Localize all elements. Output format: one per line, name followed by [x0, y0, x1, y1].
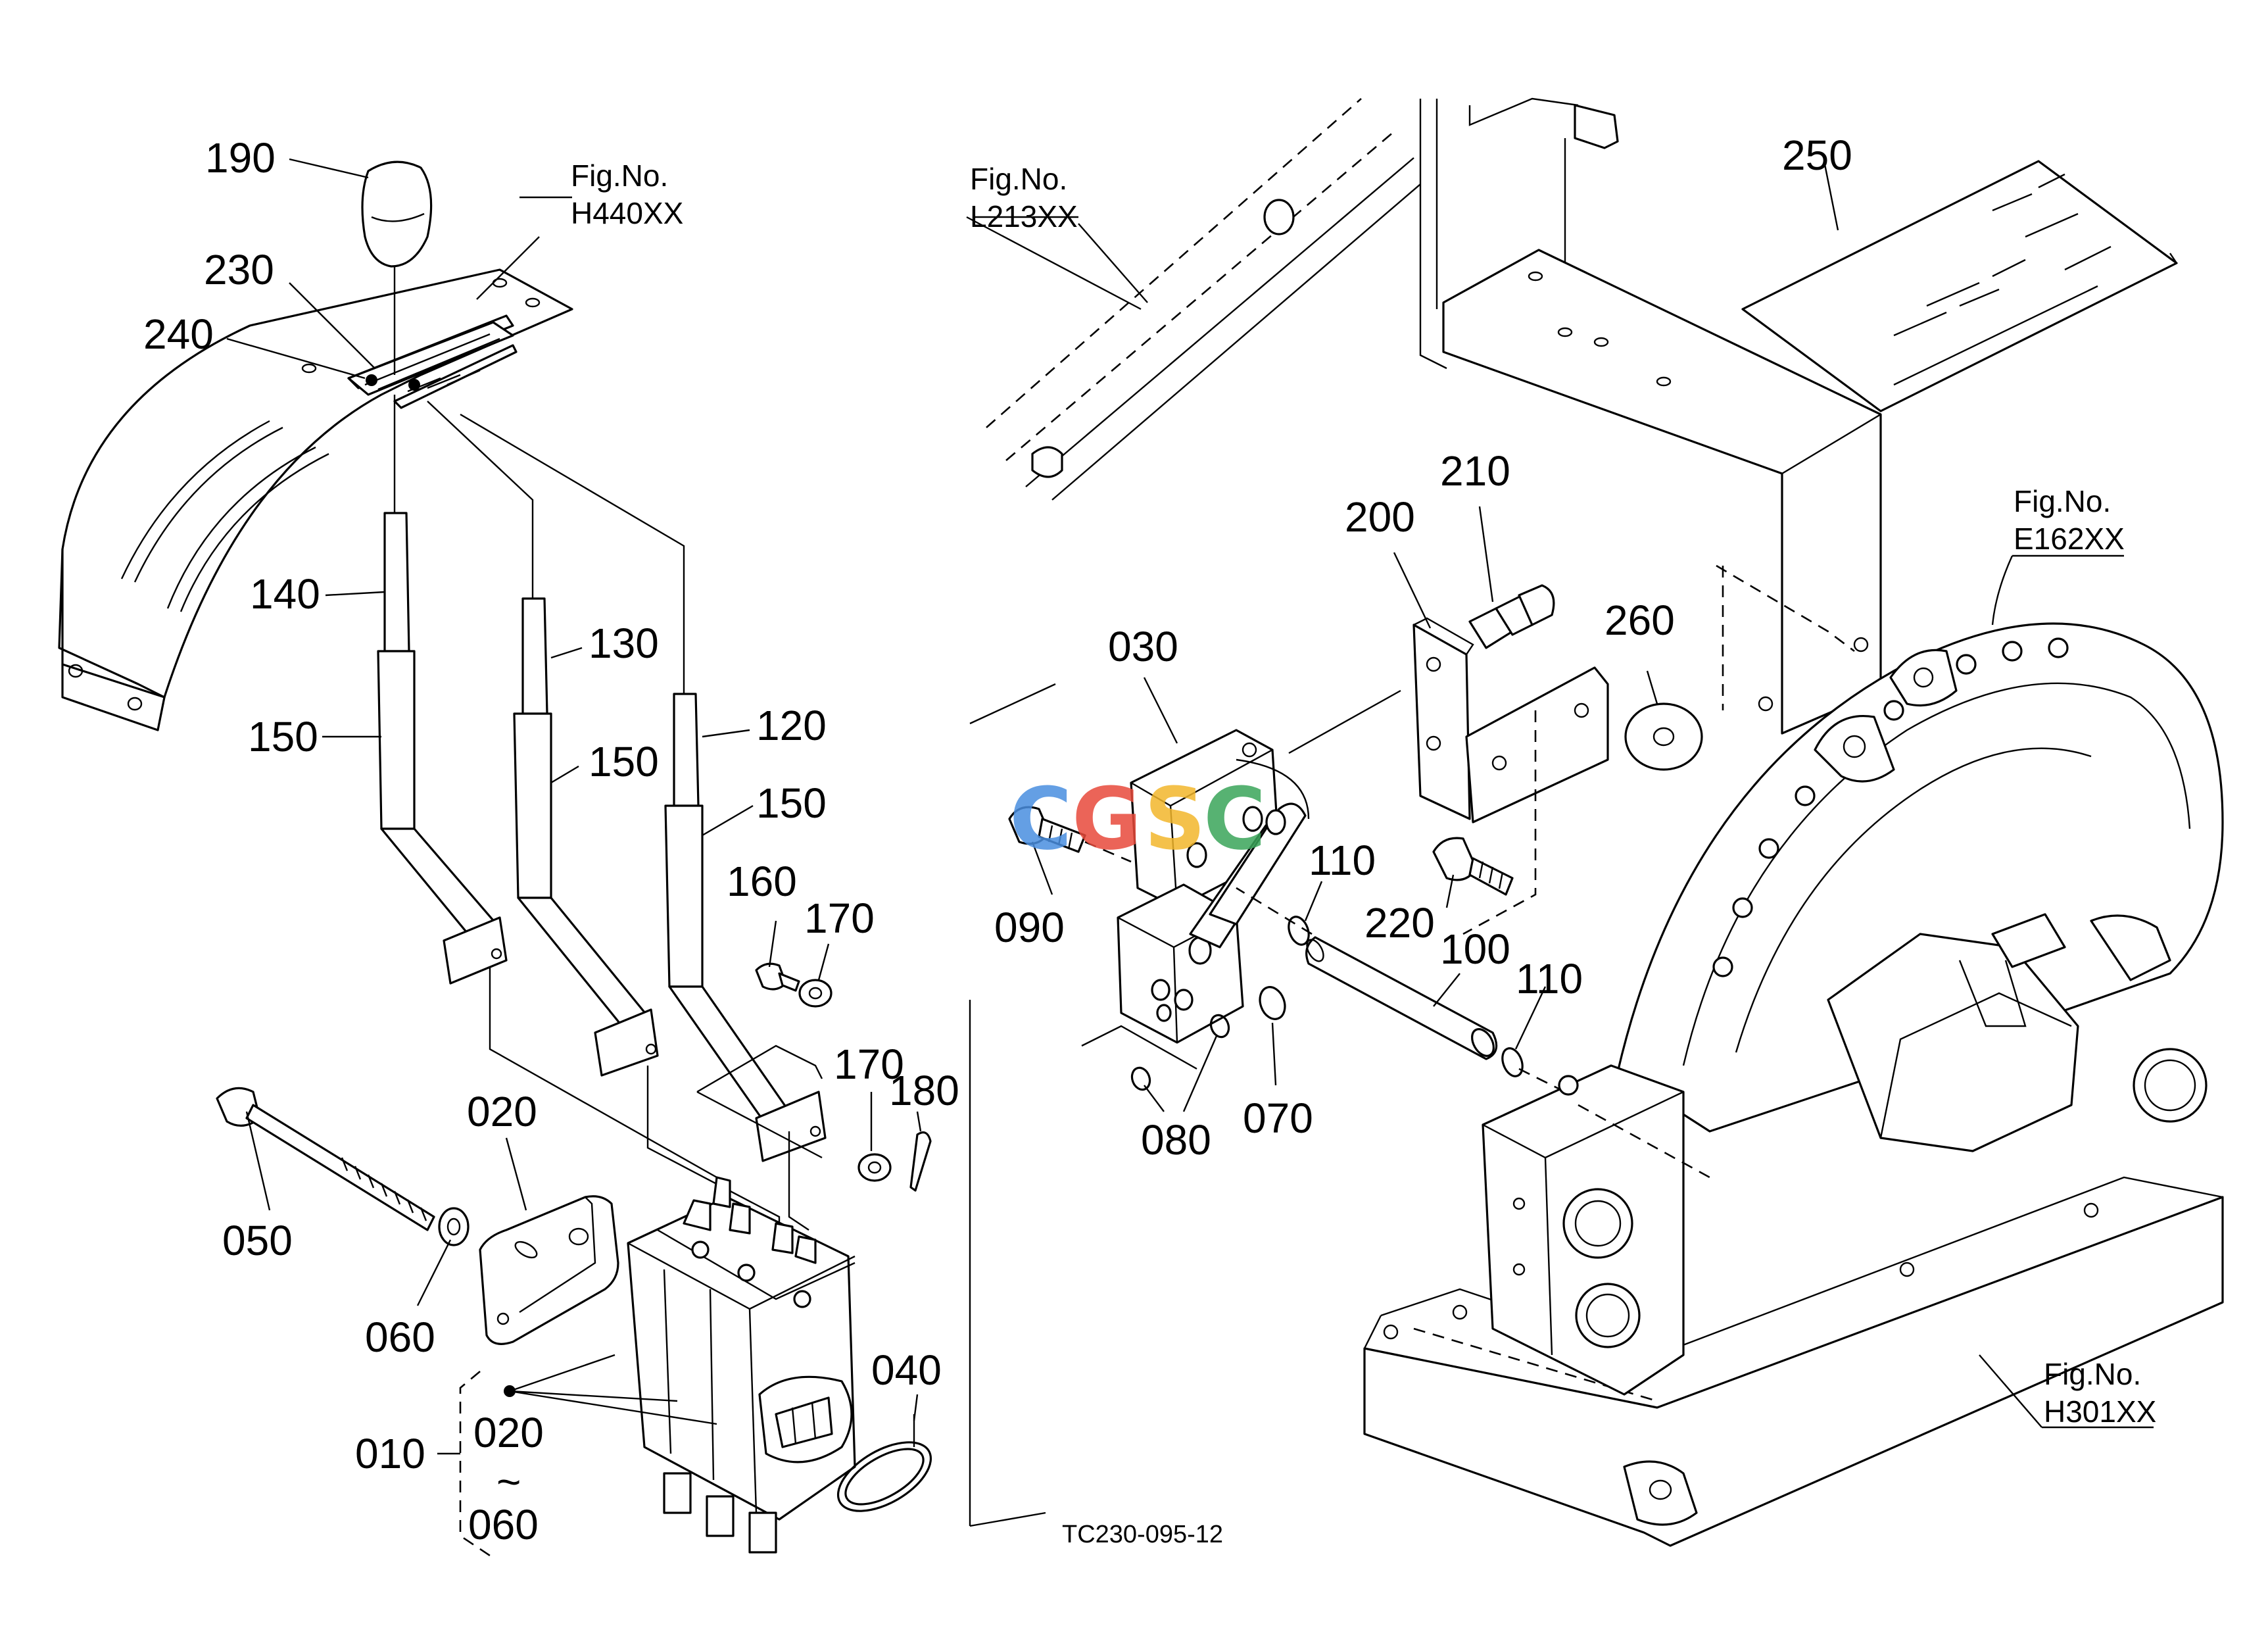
label-040: 040 [871, 1346, 942, 1394]
frame-l213 [966, 98, 1421, 1527]
plate-020 [479, 1195, 619, 1345]
lever-120 [460, 413, 827, 1162]
fig-h301-label: Fig.No. [2044, 1357, 2141, 1391]
bolt-090 [1008, 806, 1086, 853]
fig-h301-code: H301XX [2044, 1394, 2156, 1429]
washer-260 [1624, 702, 1703, 771]
watermark-letter-2: G [1072, 769, 1142, 869]
bracket-200 [1412, 617, 1609, 935]
label-120: 120 [756, 702, 827, 749]
label-210: 210 [1440, 447, 1510, 495]
label-plate [347, 321, 514, 396]
pin-180 [909, 1131, 932, 1192]
leader-lines-right [1979, 554, 2154, 1429]
control-valve [627, 1176, 856, 1554]
label-160: 160 [727, 858, 797, 905]
label-190: 190 [205, 134, 276, 182]
fig-h440-label: Fig.No. [571, 159, 668, 193]
manual-250 [1741, 160, 2178, 412]
valve-mount [1482, 1064, 1710, 1396]
fitting-210 [1468, 584, 1555, 649]
label-110a: 110 [1309, 837, 1376, 884]
label-150a: 150 [248, 713, 318, 760]
label-140: 140 [250, 570, 320, 618]
transmission-housing [1616, 622, 2224, 1152]
label-180: 180 [889, 1067, 959, 1114]
bolt-050 [216, 1087, 435, 1231]
fig-e162-label: Fig.No. [2014, 484, 2111, 518]
label-020a: 020 [467, 1088, 537, 1135]
lower-case [1363, 1176, 2224, 1547]
label-170b: 170 [834, 1041, 904, 1088]
washer-060 [438, 1207, 470, 1246]
drawing-code: TC230-095-12 [1062, 1521, 1223, 1548]
o-ring-110b [1501, 1047, 1524, 1077]
o-ring-070 [1259, 986, 1286, 1020]
fig-l213-label: Fig.No. [970, 162, 1067, 196]
label-260: 260 [1604, 597, 1675, 644]
label-050: 050 [222, 1217, 293, 1264]
label-240: 240 [143, 310, 214, 358]
washer-170 [798, 979, 832, 1008]
label-220: 220 [1364, 899, 1435, 946]
o-ring-110a [1288, 916, 1310, 946]
label-100: 100 [1440, 925, 1510, 973]
washer-170b [857, 1153, 892, 1182]
label-010: 010 [355, 1430, 425, 1477]
watermark-letter-3: S [1144, 769, 1206, 869]
figure-references: Fig.No. H440XX Fig.No. L213XX Fig.No. E1… [571, 159, 2156, 1429]
lever-130 [427, 401, 659, 1077]
label-200: 200 [1345, 493, 1415, 541]
knob [361, 160, 433, 375]
label-150b: 150 [589, 738, 659, 785]
label-230: 230 [204, 246, 274, 293]
label-150c: 150 [756, 779, 827, 827]
label-tilde: ~ [496, 1458, 521, 1506]
label-060b: 060 [468, 1501, 539, 1548]
label-070: 070 [1243, 1094, 1313, 1142]
label-030: 030 [1108, 623, 1178, 670]
label-250: 250 [1782, 132, 1852, 179]
pipe-100 [1305, 936, 1498, 1060]
fitting-220 [1432, 837, 1514, 896]
label-170a: 170 [804, 895, 875, 942]
fig-e162-code: E162XX [2014, 522, 2125, 556]
part-labels: 190 230 240 140 150 130 150 120 150 160 … [143, 132, 1852, 1548]
watermark-letter-4: C [1203, 769, 1266, 869]
label-090: 090 [994, 904, 1065, 951]
bolt-160 [755, 962, 800, 992]
block-030 [1117, 729, 1310, 1044]
leader-lines-center [973, 216, 1658, 1112]
watermark-logo: C G S C [1009, 769, 1266, 869]
label-020b: 020 [473, 1409, 544, 1456]
label-060a: 060 [365, 1314, 435, 1361]
watermark-letter-1: C [1009, 769, 1072, 869]
lever-140 [377, 395, 508, 985]
label-080: 080 [1141, 1116, 1211, 1164]
label-130: 130 [589, 620, 659, 667]
fig-h440-code: H440XX [571, 196, 683, 230]
label-110b: 110 [1516, 955, 1583, 1002]
o-ring-080 [1130, 1014, 1230, 1091]
leader-lines-left [226, 158, 922, 1421]
fig-l213-code: L213XX [970, 199, 1078, 234]
